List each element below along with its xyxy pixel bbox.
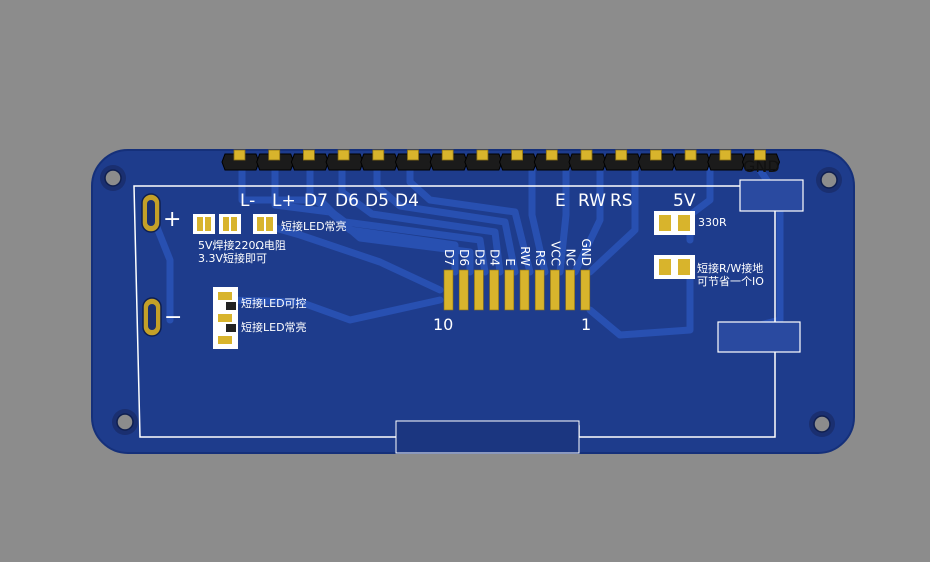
header-pin [268,149,281,161]
smd-jumper-backlight [193,214,277,234]
smd-jumper-led-select [213,287,238,349]
label-gnd: GND [743,157,780,176]
header-pin-base [637,153,676,171]
fpc-pin-label: GND [579,238,593,266]
header-pin-base [360,153,399,171]
note-led-controllable: 短接LED可控 [241,296,307,310]
header-pin-base [221,153,260,171]
header-pin-base [290,153,329,171]
fpc-pin-label: D6 [457,249,471,266]
note-short-rw-gnd: 短接R/W接地 [697,261,763,275]
edge-notch-bottom [717,321,801,353]
polarity-minus: − [164,305,182,330]
note-led-always-on: 短接LED常亮 [241,320,307,334]
header-pin-base [394,153,434,171]
header-pin-base [603,153,642,171]
silk-notes: 短接LED常亮 5V焊接220Ω电阻 3.3V短接即可 短接LED可控 短接LE… [198,216,764,334]
label-l-plus: L+ [272,191,296,211]
header-pin [302,149,315,161]
fpc-pad [565,269,575,311]
header-pin [719,149,732,161]
fpc-index-last: 1 [581,315,591,334]
fpc-connector [443,269,591,311]
fpc-pad [580,269,591,311]
header-pin [407,149,419,161]
header-pin [372,149,385,161]
header-pin-base [325,153,364,171]
fpc-pad [443,269,454,311]
note-resistor-5v: 5V焊接220Ω电阻 [198,238,286,252]
fpc-pad [519,269,530,311]
header-pin [337,149,350,161]
header-pin [684,149,697,161]
fpc-index-first: 10 [433,315,453,334]
label-l-minus: L- [240,191,255,211]
fpc-pin-label: D4 [488,249,502,266]
fpc-pad [489,269,499,311]
header-pin-base [499,153,538,171]
fpc-pin-label: D5 [472,249,486,266]
header-pin [754,149,766,161]
label-d6: D6 [335,191,359,211]
fpc-pad [504,269,515,311]
header-pin [580,149,593,161]
header-pin [545,149,558,161]
fpc-pin-label: RW [518,246,532,266]
fpc-pin-label: RS [533,250,547,266]
header-pin-base [707,153,746,171]
label-e: E [555,191,566,211]
fpc-pin-label: D7 [442,249,456,266]
header-pin-base [464,153,503,171]
header-pin-base [568,153,607,171]
note-r330: 330R [698,216,727,229]
fpc-pad [458,269,469,311]
header-pin [233,149,246,161]
fpc-pin-label: E [503,258,517,266]
label-rs: RS [610,191,633,211]
fpc-pad [474,269,484,311]
note-jumper-backlight: 短接LED常亮 [281,219,347,233]
label-rw: RW [578,191,606,211]
header-pin-base [256,153,295,171]
note-save-io: 可节省一个IO [697,275,764,288]
polarity-plus: + [163,207,181,232]
fpc-pin-label: VCC [548,241,562,266]
header-pin [476,149,489,161]
label-5v: 5V [673,191,696,211]
edge-notch-lower [395,420,580,454]
header-labels: L- L+ D7 D6 D5 D4 E RW RS 5V GND [240,157,780,211]
note-short-3v3: 3.3V短接即可 [198,251,267,265]
header-pin-base [533,153,572,171]
label-d4: D4 [395,191,419,211]
smd-jumper-rw [654,255,695,279]
fpc-pad [550,269,560,311]
label-d5: D5 [365,191,389,211]
header-pin [615,149,628,161]
header-pin [511,149,524,161]
header-pin [441,149,454,161]
header-pin-base [741,153,781,171]
fpc-pin-label: NC [564,249,578,266]
edge-notch-top [739,179,804,212]
header-pin-base [672,153,711,171]
header-pin [650,149,662,161]
fpc-pad [534,269,545,311]
pin-header [221,149,781,171]
smd-resistor-330r [654,211,695,235]
label-d7: D7 [304,191,328,211]
header-pin-base [429,153,468,171]
mounting-holes [100,165,842,437]
